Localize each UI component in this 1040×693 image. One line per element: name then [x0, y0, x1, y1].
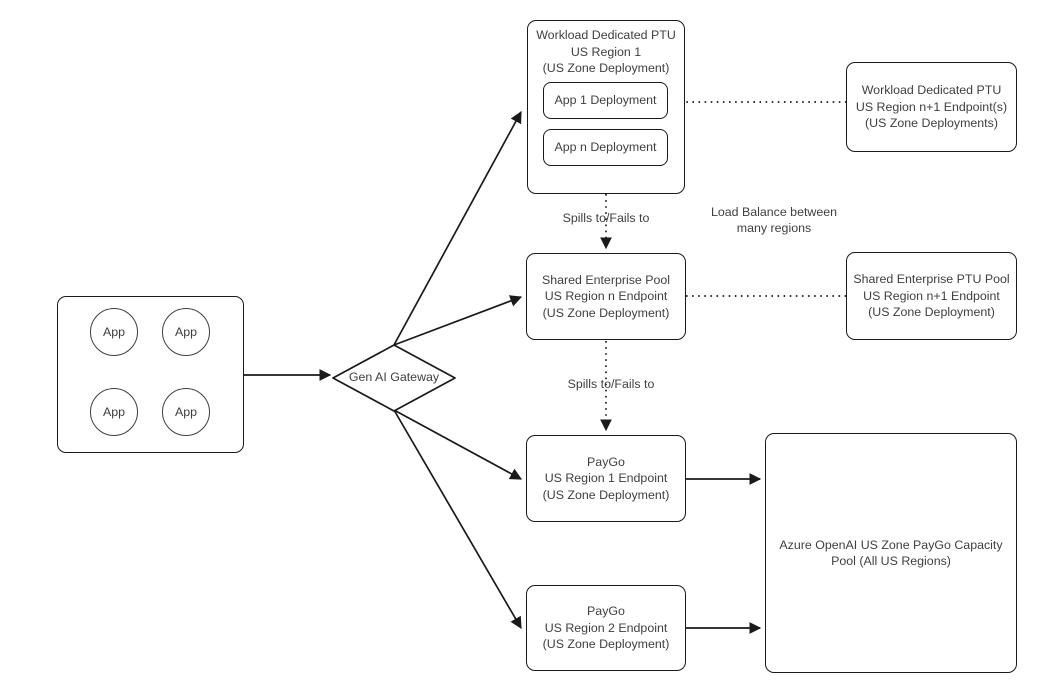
edge-gateway-to-shared-pool: [393, 295, 523, 346]
app-circle-2-label: App: [174, 324, 198, 339]
node-appn-deployment[interactable]: App n Deployment: [543, 129, 668, 166]
node-paygo-region2[interactable]: PayGo US Region 2 Endpoint (US Zone Depl…: [526, 585, 686, 671]
node-azure-openai-capacity-pool[interactable]: Azure OpenAI US Zone PayGo Capacity Pool…: [765, 433, 1017, 673]
app-circle-3[interactable]: App: [90, 388, 138, 436]
edge-label-spills-bottom: Spills to/Fails to: [567, 377, 655, 391]
app-circle-1[interactable]: App: [90, 308, 138, 356]
gen-ai-gateway-shape[interactable]: [332, 344, 456, 412]
node-workload-ptu-region-n1[interactable]: Workload Dedicated PTU US Region n+1 End…: [846, 62, 1017, 152]
node-paygo-region1-label: PayGo US Region 1 Endpoint (US Zone Depl…: [542, 454, 670, 502]
node-shared-enterprise-pool-region-n[interactable]: Shared Enterprise Pool US Region n Endpo…: [526, 253, 686, 340]
edge-gateway-to-paygo-region1: [393, 409, 523, 480]
node-shared-enterprise-pool-region-n-label: Shared Enterprise Pool US Region n Endpo…: [541, 272, 671, 320]
edge-gateway-to-paygo-region2: [393, 409, 522, 630]
edge-label-load-balance: Load Balance between many regions: [710, 205, 838, 235]
node-workload-ptu-region-n1-label: Workload Dedicated PTU US Region n+1 End…: [855, 83, 1008, 131]
app-circle-3-label: App: [102, 404, 126, 419]
app-circle-4-label: App: [174, 404, 198, 419]
node-paygo-region2-label: PayGo US Region 2 Endpoint (US Zone Depl…: [542, 604, 670, 652]
app-circle-2[interactable]: App: [162, 308, 210, 356]
edge-gateway-to-workload-ptu: [393, 110, 522, 346]
edge-label-spills-top: Spills to/Fails to: [562, 211, 650, 225]
app-cluster-container: [57, 296, 244, 453]
app-circle-4[interactable]: App: [162, 388, 210, 436]
node-appn-deployment-label: App n Deployment: [554, 140, 657, 155]
node-workload-ptu-region1-label: Workload Dedicated PTU US Region 1 (US Z…: [536, 28, 676, 75]
node-shared-enterprise-ptu-pool-region-n1-label: Shared Enterprise PTU Pool US Region n+1…: [853, 272, 1010, 320]
node-app1-deployment[interactable]: App 1 Deployment: [543, 82, 668, 119]
node-shared-enterprise-ptu-pool-region-n1[interactable]: Shared Enterprise PTU Pool US Region n+1…: [846, 252, 1017, 340]
app-circle-1-label: App: [102, 324, 126, 339]
node-paygo-region1[interactable]: PayGo US Region 1 Endpoint (US Zone Depl…: [526, 435, 686, 522]
node-app1-deployment-label: App 1 Deployment: [554, 93, 657, 108]
node-azure-openai-capacity-pool-label: Azure OpenAI US Zone PayGo Capacity Pool…: [779, 537, 1003, 569]
